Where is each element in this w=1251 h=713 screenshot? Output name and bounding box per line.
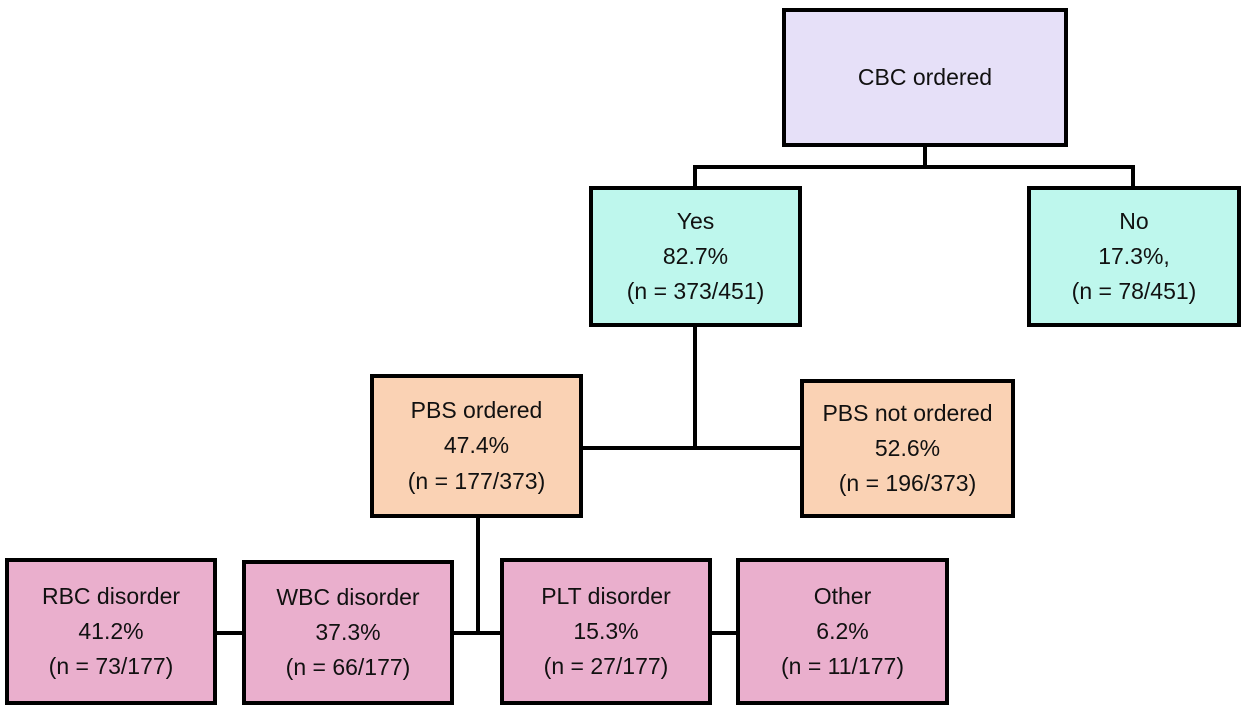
node-rbc-disorder-count: (n = 73/177)	[48, 653, 174, 680]
node-pbs-ordered-label: PBS ordered	[410, 397, 543, 424]
node-wbc-disorder[interactable]: WBC disorder 37.3% (n = 66/177)	[242, 560, 454, 705]
node-pbs-not-ordered-label: PBS not ordered	[822, 399, 993, 426]
node-cbc-ordered-label: CBC ordered	[857, 63, 993, 90]
edge-root-trunk	[923, 143, 927, 169]
node-plt-disorder[interactable]: PLT disorder 15.3% (n = 27/177)	[500, 558, 712, 705]
node-pbs-ordered-percent: 47.4%	[443, 432, 510, 459]
edge-root-bus	[693, 165, 1135, 169]
edge-rbc-wbc	[215, 631, 245, 635]
edge-bus-to-yes	[693, 165, 697, 189]
node-other-count: (n = 11/177)	[781, 653, 904, 680]
node-wbc-disorder-label: WBC disorder	[276, 583, 420, 610]
node-rbc-disorder-label: RBC disorder	[41, 582, 181, 609]
edge-bus-to-no	[1131, 165, 1135, 189]
node-pbs-ordered-count: (n = 177/373)	[407, 467, 546, 494]
edge-yes-trunk	[693, 323, 697, 450]
node-other-percent: 6.2%	[816, 617, 869, 644]
node-plt-disorder-percent: 15.3%	[573, 617, 639, 644]
node-pbs-ordered[interactable]: PBS ordered 47.4% (n = 177/373)	[370, 374, 583, 518]
node-rbc-disorder-percent: 41.2%	[78, 617, 144, 644]
node-yes-percent: 82.7%	[662, 242, 729, 269]
node-pbs-not-ordered-percent: 52.6%	[874, 434, 941, 461]
edge-level2-bus	[580, 446, 804, 450]
node-yes-count: (n = 373/451)	[626, 278, 765, 305]
node-other[interactable]: Other 6.2% (n = 11/177)	[736, 558, 949, 705]
node-no-percent: 17.3%,	[1098, 242, 1170, 269]
node-cbc-ordered[interactable]: CBC ordered	[782, 8, 1068, 147]
node-pbs-not-ordered[interactable]: PBS not ordered 52.6% (n = 196/373)	[800, 379, 1015, 518]
node-pbs-not-ordered-count: (n = 196/373)	[838, 470, 977, 497]
node-yes[interactable]: Yes 82.7% (n = 373/451)	[589, 186, 802, 327]
node-no-count: (n = 78/451)	[1071, 278, 1197, 305]
edge-wbc-plt	[452, 631, 503, 635]
node-rbc-disorder[interactable]: RBC disorder 41.2% (n = 73/177)	[5, 558, 217, 705]
edge-plt-other	[710, 631, 738, 635]
edge-pbs-trunk	[476, 514, 480, 635]
node-plt-disorder-label: PLT disorder	[541, 582, 671, 609]
node-wbc-disorder-percent: 37.3%	[315, 618, 381, 645]
node-yes-label: Yes	[676, 207, 715, 234]
node-no[interactable]: No 17.3%, (n = 78/451)	[1027, 186, 1241, 327]
node-other-label: Other	[813, 582, 872, 609]
node-no-label: No	[1119, 207, 1149, 234]
node-plt-disorder-count: (n = 27/177)	[543, 653, 669, 680]
node-wbc-disorder-count: (n = 66/177)	[285, 654, 411, 681]
